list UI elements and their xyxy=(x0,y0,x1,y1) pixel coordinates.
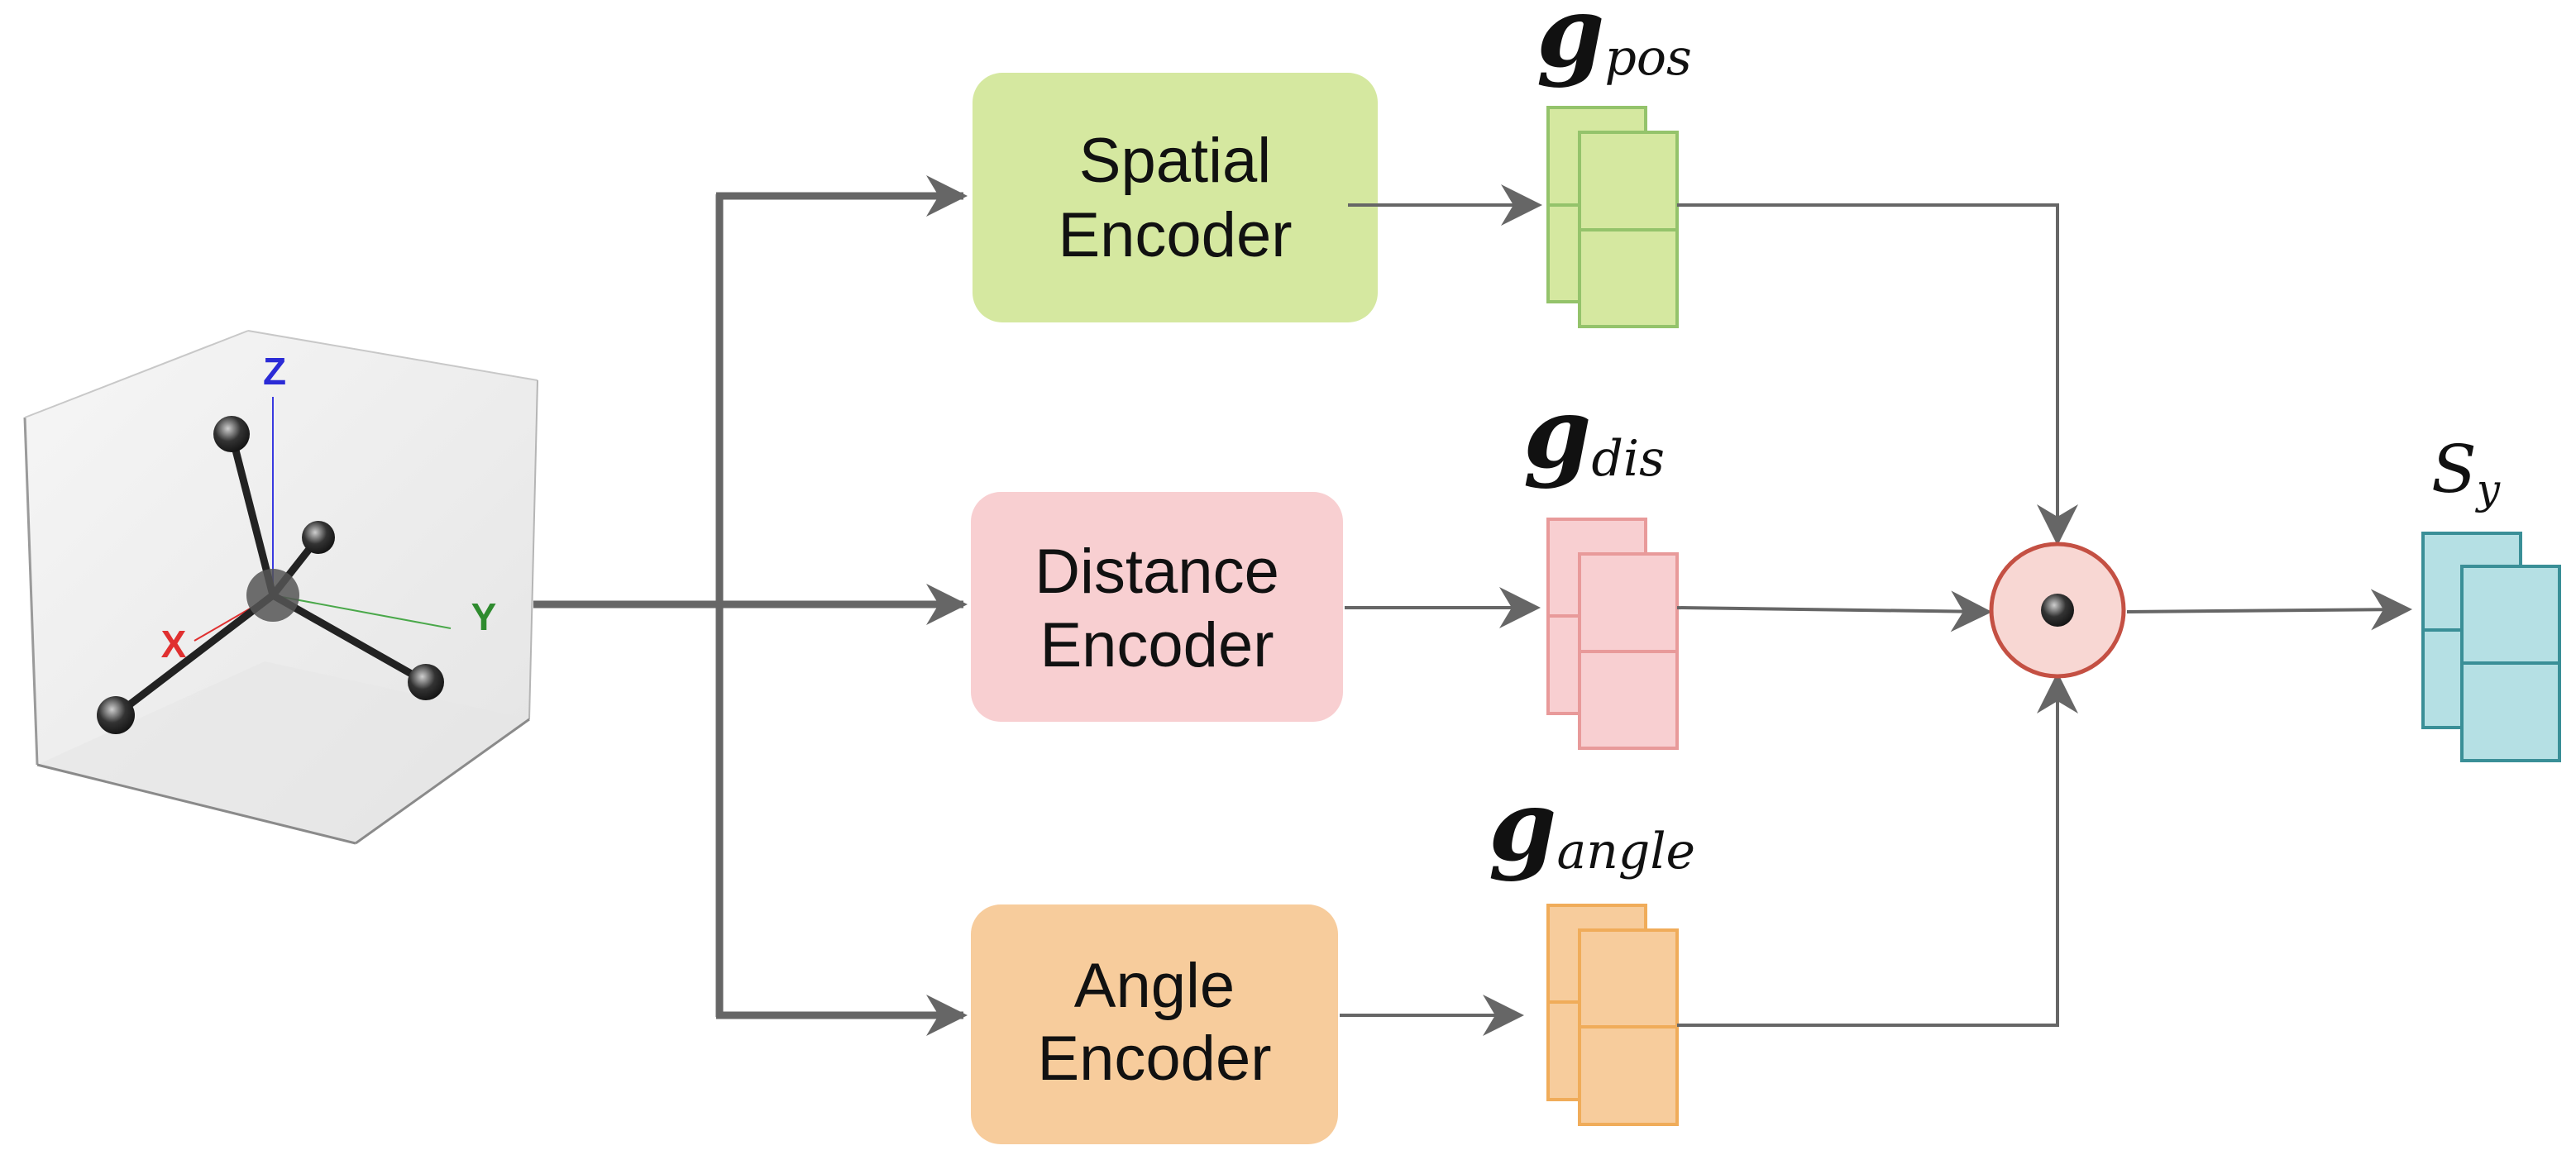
panel-edge xyxy=(23,417,39,766)
gdis-label: gdis xyxy=(1523,375,1665,490)
panel-edge xyxy=(247,330,538,381)
arrow-gdis-to-fusion xyxy=(1676,590,1992,632)
distance-encoder: Distance Encoder xyxy=(971,492,1343,722)
fusion-arrows xyxy=(1676,203,2412,1027)
atom xyxy=(302,521,335,554)
angle-encoder-box xyxy=(971,904,1338,1144)
encoder-feature-arrows xyxy=(1340,184,1542,1036)
distance-encoder-label-line2: Encoder xyxy=(1039,610,1274,680)
gangle-label: gangle xyxy=(1489,768,1695,883)
y-axis xyxy=(272,594,452,629)
atom xyxy=(246,569,299,622)
angle-encoder-label-line1: Angle xyxy=(1074,951,1235,1021)
spatial-encoder-label-line1: Spatial xyxy=(1079,126,1271,196)
atom xyxy=(213,416,250,452)
input-connectors xyxy=(533,175,968,1036)
arrow-gpos-to-fusion xyxy=(1677,203,2078,546)
distance-encoder-label-line1: Distance xyxy=(1035,537,1279,607)
axis-label-y: Y xyxy=(471,595,497,638)
panel-edge xyxy=(24,330,249,418)
fusion-dot-icon xyxy=(2041,594,2074,627)
gpos-label: gpos xyxy=(1537,0,1692,89)
panel-edge xyxy=(528,379,538,720)
gangle-feature-stack: gangle xyxy=(1489,768,1695,1126)
spatial-encoder-box xyxy=(973,73,1378,322)
axis-label-z: Z xyxy=(263,350,286,393)
bond xyxy=(270,592,428,685)
panel-edge xyxy=(36,763,356,845)
spatial-encoder: Spatial Encoder xyxy=(973,73,1378,322)
axis-label-x: X xyxy=(161,623,187,666)
angle-encoder-label-line2: Encoder xyxy=(1037,1024,1271,1094)
molecule-3d-view: Z Y X xyxy=(23,330,538,845)
panel-edge xyxy=(355,718,530,845)
panel-floor xyxy=(37,661,529,843)
bond xyxy=(113,592,275,718)
sy-label: Sy xyxy=(2431,431,2501,513)
distance-encoder-box xyxy=(971,492,1343,722)
sy-output-stack: Sy xyxy=(2421,431,2561,762)
bond xyxy=(227,432,277,597)
atom xyxy=(97,696,135,734)
atom xyxy=(408,664,444,700)
arrow-gangle-to-fusion xyxy=(1677,672,2078,1027)
arrow-fusion-to-output xyxy=(2126,589,2412,631)
gpos-feature-stack: gpos xyxy=(1537,0,1692,328)
gdis-feature-stack: gdis xyxy=(1523,375,1679,750)
elementwise-product-node xyxy=(1989,542,2126,679)
spatial-encoder-label-line2: Encoder xyxy=(1058,200,1292,270)
angle-encoder: Angle Encoder xyxy=(971,904,1338,1144)
